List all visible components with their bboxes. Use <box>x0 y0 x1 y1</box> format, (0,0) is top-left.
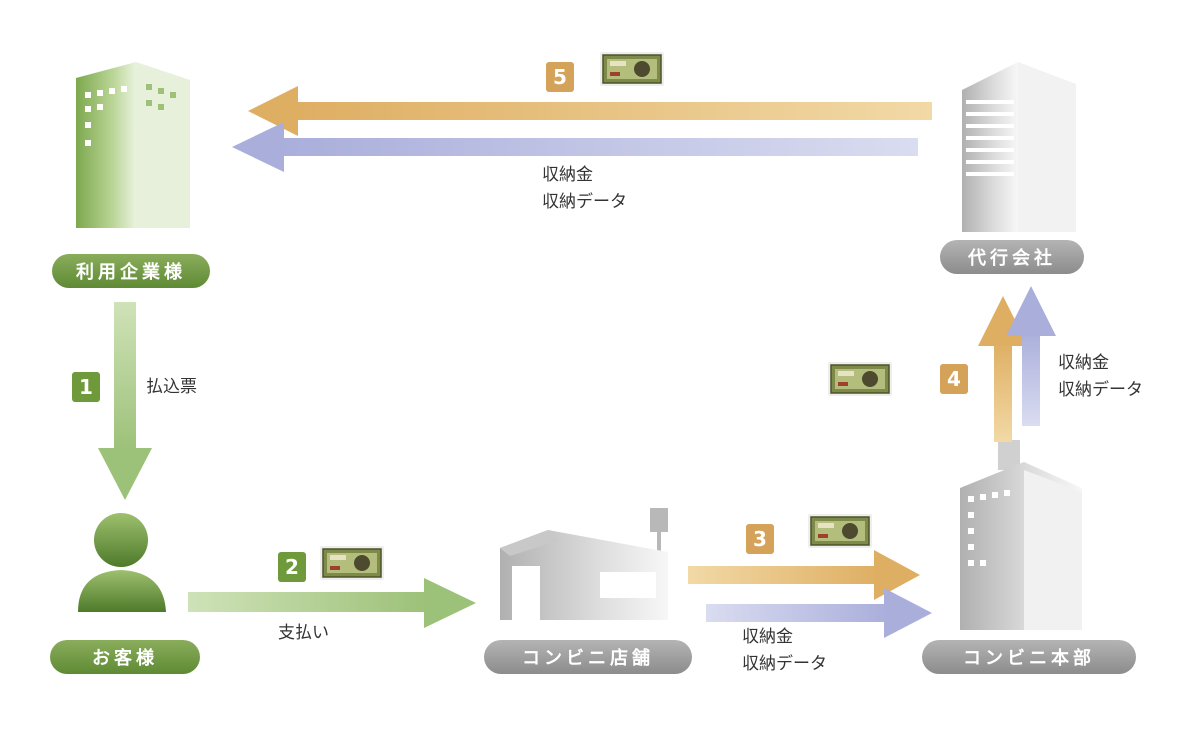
node-customer: お客様 <box>50 640 200 674</box>
banknote-icon <box>807 513 873 549</box>
arrow-step2 <box>188 578 476 628</box>
arrow-step3-data <box>706 588 932 638</box>
label-step1: 払込票 <box>146 377 197 397</box>
client-company-building-icon <box>76 62 190 228</box>
label-step2: 支払い <box>278 623 329 643</box>
label-step5-line2: 収納データ <box>542 192 627 212</box>
label-step3: 収納金 収納データ <box>742 624 827 678</box>
label-step3-line1: 収納金 <box>742 627 793 647</box>
step-badge-3: 3 <box>746 524 774 554</box>
agency-building-icon <box>962 62 1076 232</box>
arrow-step5-money <box>248 86 932 136</box>
arrow-step1 <box>98 302 152 500</box>
step-badge-1: 1 <box>72 372 100 402</box>
step-badge-5: 5 <box>546 62 574 92</box>
node-hq: コンビニ本部 <box>922 640 1136 674</box>
store-building-icon <box>500 508 668 620</box>
arrow-step4-data <box>1006 286 1056 426</box>
arrow-step3-money <box>688 550 920 600</box>
hq-building-icon <box>960 440 1082 630</box>
arrow-step5-data <box>232 122 918 172</box>
label-step3-line2: 収納データ <box>742 654 827 674</box>
node-store: コンビニ店舗 <box>484 640 692 674</box>
step-badge-4: 4 <box>940 364 968 394</box>
step-badge-2: 2 <box>278 552 306 582</box>
label-step5: 収納金 収納データ <box>542 162 627 216</box>
banknote-icon <box>599 51 665 87</box>
label-step4-line2: 収納データ <box>1058 380 1143 400</box>
label-step4: 収納金 収納データ <box>1058 350 1143 404</box>
node-agency: 代行会社 <box>940 240 1084 274</box>
node-client-company: 利用企業様 <box>52 254 210 288</box>
label-step5-line1: 収納金 <box>542 165 593 185</box>
banknote-icon <box>827 361 893 397</box>
label-step4-line1: 収納金 <box>1058 353 1109 373</box>
banknote-icon <box>319 545 385 581</box>
customer-person-icon <box>78 513 166 612</box>
